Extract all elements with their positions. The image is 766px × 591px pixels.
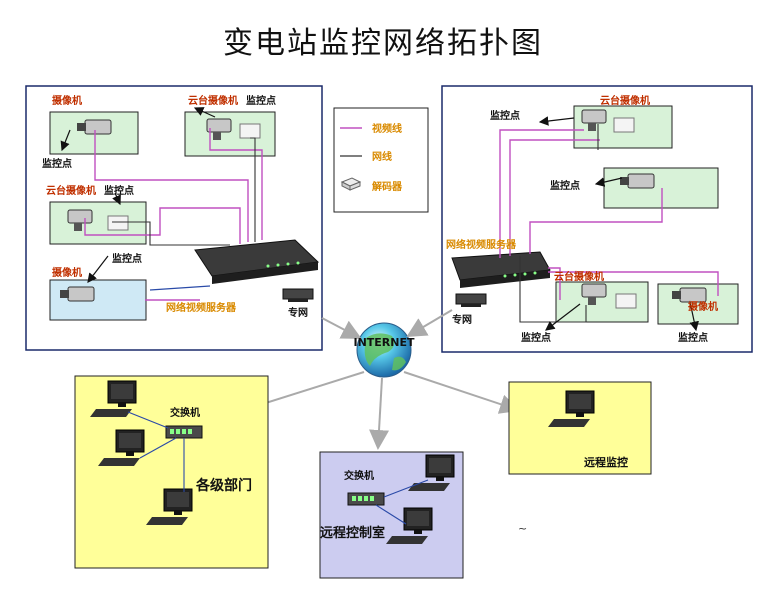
switch-icon — [347, 492, 385, 506]
legend-network-line-label: 网线 — [372, 150, 392, 163]
label-camera: 摄像机 — [688, 300, 718, 313]
label-video-server: 网络视频服务器 — [446, 238, 517, 251]
computer-icon — [408, 454, 455, 491]
camera-icon — [620, 173, 655, 189]
computer-icon — [90, 380, 137, 417]
right-video-server-icon — [451, 251, 551, 288]
camera-icon — [77, 119, 112, 135]
label-monitor-point: 监控点 — [104, 184, 134, 197]
label-monitor-point: 监控点 — [490, 109, 520, 122]
departments-panel — [74, 375, 269, 569]
label-video-server: 网络视频服务器 — [166, 301, 237, 314]
ptz-camera-icon — [206, 118, 261, 140]
legend-box — [333, 107, 429, 213]
legend-decoder-label: 解码器 — [372, 180, 403, 193]
computer-icon — [146, 488, 193, 525]
label-remote-control-room: 远程控制室 — [320, 525, 385, 541]
label-private-net: 专网 — [288, 306, 308, 319]
label-ptz-camera: 云台摄像机 — [554, 270, 604, 283]
label-ptz-camera: 云台摄像机 — [46, 184, 96, 197]
switch-icon — [165, 425, 203, 439]
left-private-net-icon — [282, 288, 314, 302]
label-monitor-point: 监控点 — [112, 252, 142, 265]
right-private-net-icon — [455, 293, 487, 307]
label-monitor-point: 监控点 — [246, 94, 276, 107]
label-remote-monitor: 远程监控 — [584, 455, 628, 469]
ptz-camera-icon — [581, 109, 635, 133]
label-monitor-point: 监控点 — [521, 331, 551, 344]
internet-globe-icon — [356, 322, 412, 378]
label-departments: 各级部门 — [195, 477, 252, 494]
page-title: 变电站监控网络拓扑图 — [223, 26, 543, 61]
label-switch: 交换机 — [170, 406, 200, 419]
label-tilde: ~ — [518, 522, 527, 535]
computer-icon — [386, 507, 433, 544]
left-camera-box-2 — [49, 279, 147, 321]
camera-icon — [60, 286, 95, 302]
ptz-camera-icon — [581, 283, 637, 309]
label-ptz-camera: 云台摄像机 — [600, 94, 650, 107]
left-ptz-box-2 — [49, 201, 147, 245]
legend-video-line-label: 视频线 — [372, 122, 402, 135]
label-internet: INTERNET — [353, 336, 415, 349]
right-camera-box-1 — [603, 167, 719, 209]
label-switch: 交换机 — [344, 469, 374, 482]
label-camera: 摄像机 — [52, 266, 82, 279]
label-monitor-point: 监控点 — [550, 179, 580, 192]
label-private-net: 专网 — [452, 313, 472, 326]
label-monitor-point: 监控点 — [678, 331, 708, 344]
camera-icon — [672, 287, 707, 303]
ptz-camera-icon — [67, 209, 129, 231]
decoder-icon — [340, 177, 362, 191]
label-ptz-camera: 云台摄像机 — [188, 94, 238, 107]
computer-icon — [98, 429, 145, 466]
label-camera: 摄像机 — [52, 94, 82, 107]
left-video-server-icon — [194, 239, 320, 284]
computer-icon — [548, 390, 595, 427]
label-monitor-point: 监控点 — [42, 157, 72, 170]
